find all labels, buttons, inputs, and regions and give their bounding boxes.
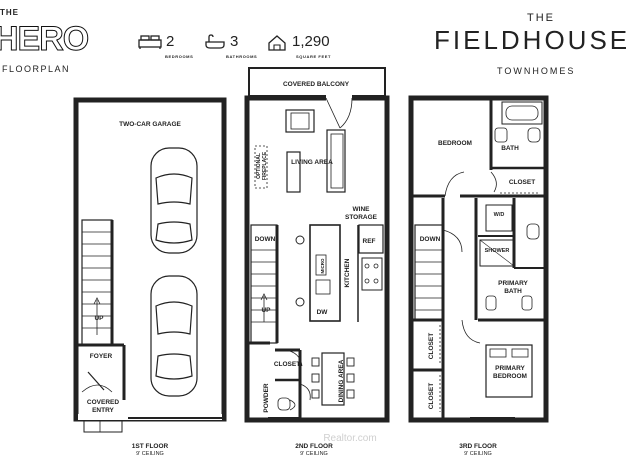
room-label-primary-bed-line2: BEDROOM bbox=[493, 373, 527, 380]
bed-icon bbox=[138, 35, 162, 49]
room-label-micro: MICRO bbox=[320, 258, 325, 273]
square-feet-value: 1,290 bbox=[292, 33, 330, 50]
car-top-icon bbox=[150, 147, 198, 254]
room-label-second-down: DOWN bbox=[255, 236, 276, 243]
room-label-balcony: COVERED BALCONY bbox=[283, 81, 350, 88]
square-feet-caption: SQUARE FEET bbox=[296, 54, 332, 59]
brand-the-label: THE bbox=[0, 8, 19, 17]
room-label-ref: REF bbox=[363, 238, 376, 245]
room-label-foyer: FOYER bbox=[90, 353, 113, 360]
third-floor-outer-wall bbox=[408, 95, 549, 423]
room-label-fireplace-line1: OPTIONAL bbox=[256, 153, 262, 179]
room-label-primary-bed-line1: PRIMARY bbox=[495, 365, 525, 372]
room-label-closet-a: CLOSET bbox=[428, 333, 435, 359]
room-label-dw: DW bbox=[317, 309, 329, 316]
room-label-shower: SHOWER bbox=[485, 248, 510, 254]
first-floor-outer-wall bbox=[73, 97, 227, 422]
floor-title-second: 2ND FLOOR bbox=[295, 443, 333, 450]
third-floor-plan bbox=[408, 95, 549, 423]
stat-bathrooms: 3 BATHROOMS bbox=[204, 33, 257, 59]
watermark: Realtor.com bbox=[323, 433, 376, 444]
room-label-powder: POWDER bbox=[263, 383, 270, 413]
stat-bedrooms: 2 BEDROOMS bbox=[138, 33, 193, 59]
room-label-primary-bath-line1: PRIMARY bbox=[498, 280, 528, 287]
room-label-entry-line2: ENTRY bbox=[92, 407, 114, 414]
community-the-label: THE bbox=[527, 12, 555, 24]
room-label-bath: BATH bbox=[501, 145, 519, 152]
room-label-bedroom: BEDROOM bbox=[438, 140, 472, 147]
stat-square-feet: 1,290 SQUARE FEET bbox=[266, 33, 330, 59]
room-label-dining: DINING AREA bbox=[338, 359, 345, 402]
room-label-garage: TWO-CAR GARAGE bbox=[119, 121, 181, 128]
bathroom-caption: BATHROOMS bbox=[226, 54, 258, 59]
floor-ceiling-first: 9' CEILING bbox=[136, 451, 164, 457]
room-label-closet-3rd: CLOSET bbox=[509, 179, 535, 186]
room-label-fireplace-line2: FIREPLACE bbox=[262, 151, 268, 180]
room-label-kitchen: KITCHEN bbox=[344, 258, 351, 287]
room-label-entry-line1: COVERED bbox=[87, 399, 119, 406]
room-label-wine-line1: WINE bbox=[353, 206, 371, 213]
room-label-primary-bath-line2: BATH bbox=[504, 288, 522, 295]
room-label-first-up: UP bbox=[94, 315, 104, 322]
plan-name-title: HERO bbox=[0, 20, 90, 58]
room-label-third-down: DOWN bbox=[420, 236, 441, 243]
kitchen-island bbox=[309, 224, 341, 322]
room-label-second-up: UP bbox=[261, 307, 271, 314]
car-top-icon bbox=[150, 275, 198, 397]
house-dimensions-icon bbox=[268, 35, 286, 51]
floor-ceiling-second: 9' CEILING bbox=[300, 451, 328, 457]
community-name: FIELDHOUSE bbox=[434, 25, 631, 55]
plan-caption: FLOORPLAN bbox=[2, 64, 71, 74]
community-subtitle: TOWNHOMES bbox=[497, 66, 576, 76]
bedroom-caption: BEDROOMS bbox=[165, 54, 194, 59]
floor-title-first: 1ST FLOOR bbox=[132, 443, 169, 450]
bathtub-icon bbox=[205, 34, 225, 49]
floor-title-third: 3RD FLOOR bbox=[459, 443, 497, 450]
bathroom-count: 3 bbox=[230, 33, 239, 50]
second-floor-outer-wall bbox=[244, 95, 390, 423]
first-floor-plan bbox=[73, 97, 227, 433]
room-label-living: LIVING AREA bbox=[291, 159, 333, 166]
room-label-closet-b: CLOSET bbox=[428, 383, 435, 409]
second-floor-plan bbox=[244, 67, 390, 423]
bedroom-count: 2 bbox=[166, 33, 175, 50]
room-label-wd: W/D bbox=[494, 212, 505, 218]
floor-ceiling-third: 9' CEILING bbox=[464, 451, 492, 457]
room-label-closet-2nd: CLOSET bbox=[274, 361, 300, 368]
room-label-wine-line2: STORAGE bbox=[345, 214, 378, 221]
